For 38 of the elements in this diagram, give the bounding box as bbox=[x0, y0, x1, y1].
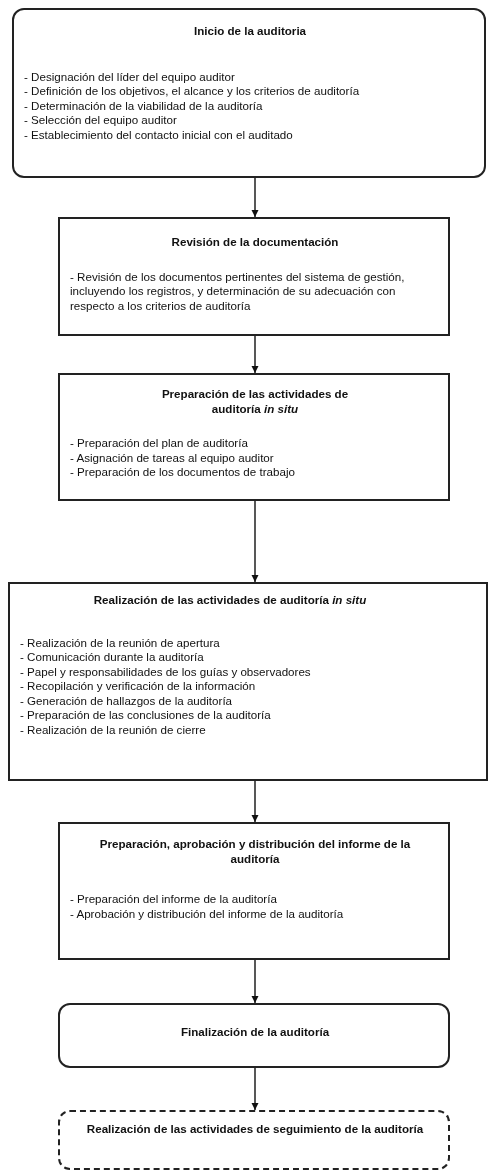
process-box bbox=[58, 822, 450, 960]
step-item: - Establecimiento del contacto inicial con el auditado bbox=[24, 127, 294, 142]
step-item: - Comunicación durante la auditoría bbox=[20, 650, 205, 665]
rounded-box bbox=[58, 1110, 450, 1170]
process-box bbox=[8, 582, 488, 781]
arrow bbox=[251, 1067, 259, 1111]
step-title: Revisión de la documentación bbox=[170, 235, 340, 250]
rounded-box bbox=[12, 8, 486, 178]
step-title: Realización de las actividades de auditoría in situ bbox=[92, 593, 368, 608]
arrow bbox=[251, 500, 259, 583]
step-title: Preparación, aprobación y distribución del informe de la auditoría bbox=[98, 837, 412, 866]
step-item: - Aprobación y distribución del informe de la auditoría bbox=[70, 906, 345, 921]
step-title: Realización de las actividades de seguimiento de la auditoría bbox=[85, 1122, 425, 1137]
step-item: - Realización de la reunión de cierre bbox=[20, 722, 207, 737]
process-box bbox=[58, 373, 450, 501]
step-item: - Preparación del informe de la auditoría bbox=[70, 892, 278, 907]
step-item: - Preparación de los documentos de trabajo bbox=[70, 465, 296, 480]
arrow bbox=[251, 959, 259, 1004]
rounded-box bbox=[58, 1003, 450, 1068]
step-item: - Preparación del plan de auditoría bbox=[70, 436, 249, 451]
step-item: - Selección del equipo auditor bbox=[24, 113, 178, 128]
step-item: - Realización de la reunión de apertura bbox=[20, 635, 221, 650]
step-title: Inicio de la auditoria bbox=[192, 24, 308, 39]
step-item: - Determinación de la viabilidad de la auditoría bbox=[24, 98, 264, 113]
step-item: - Revisión de los documentos pertinentes del sistema de gestión, incluyendo los registros, y determinación de su adecuación con respecto a los criterios de auditoría bbox=[70, 269, 406, 313]
process-box bbox=[58, 217, 450, 336]
arrow bbox=[251, 335, 259, 374]
step-item: - Papel y responsabilidades de los guías y observadores bbox=[20, 664, 312, 679]
step-title: Preparación de las actividades de auditoría in situ bbox=[160, 387, 350, 416]
arrow bbox=[251, 780, 259, 823]
step-item: - Designación del líder del equipo auditor bbox=[24, 69, 236, 84]
step-item: - Generación de hallazgos de la auditoría bbox=[20, 693, 234, 708]
step-item: - Preparación de las conclusiones de la auditoría bbox=[20, 708, 272, 723]
step-item: - Recopilación y verificación de la información bbox=[20, 679, 257, 694]
step-item: - Definición de los objetivos, el alcance y los criterios de auditoría bbox=[24, 84, 361, 99]
step-item: - Asignación de tareas al equipo auditor bbox=[70, 450, 275, 465]
step-title: Finalización de la auditoría bbox=[179, 1025, 331, 1040]
arrow bbox=[251, 177, 259, 218]
